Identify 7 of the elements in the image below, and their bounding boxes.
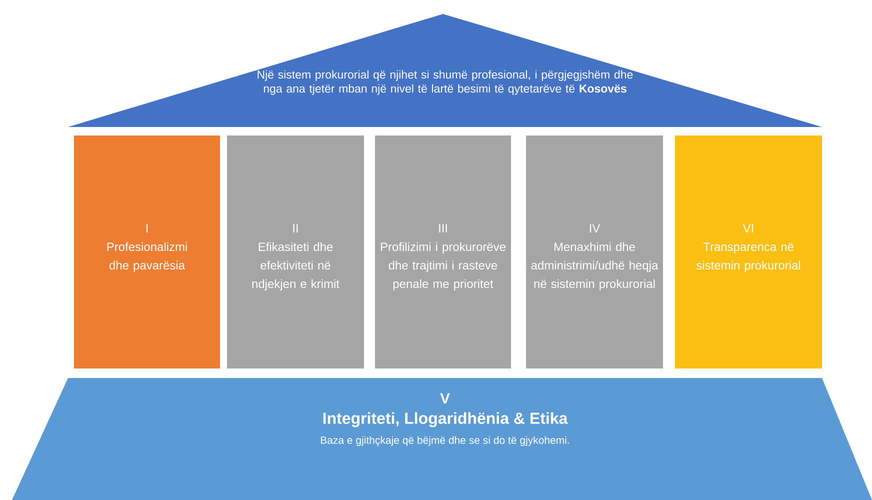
pillar-box: VI Transparenca në sistemin prokurorial	[675, 136, 822, 368]
pillar-box: I Profesionalizmi dhe pavarësia	[74, 136, 220, 368]
pillar-box: IV Menaxhimi dhe administrimi/udhë heqja në sistemin prokurorial	[526, 136, 663, 368]
roof-triangle: Një sistem prokurorial që njihet si shumë profesional, i përgjegjshëm dhe nga ana tjetër mban një nivel të lartë besimi të qytetarëve të Kosovës	[68, 14, 822, 127]
pillar-box: III Profilizimi i prokurorëve dhe trajtimi i rasteve penale me prioritet	[375, 136, 511, 368]
pillar-box: II Efikasiteti dhe efektiviteti në ndjekjen e krimit	[227, 136, 364, 368]
base-trapezoid: V Integriteti, Llogaridhënia & Etika Baza e gjithçkaje që bëjmë dhe se si do të gjykohemi.	[12, 378, 872, 500]
